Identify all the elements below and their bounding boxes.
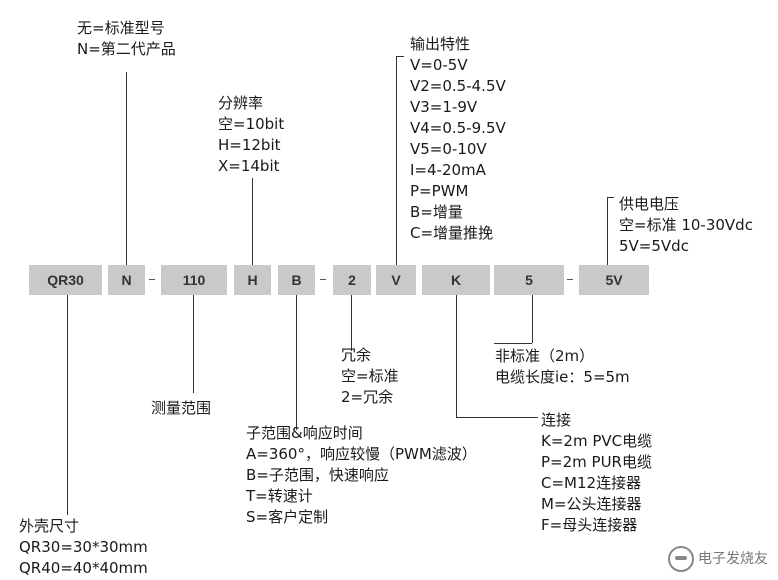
code-box-generation: N (108, 265, 145, 295)
redundancy-legend: 冗余 空=标准 2=冗余 (341, 345, 399, 408)
connector-line-housing (67, 295, 68, 515)
output-line: I=4-20mA (410, 161, 486, 179)
supply-title: 供电电压 (619, 195, 680, 213)
generation-legend: 无=标准型号 N=第二代产品 (77, 18, 176, 60)
connector-line-redundancy (351, 295, 352, 351)
response-line: T=转速计 (246, 487, 313, 505)
output-line: C=增量推挽 (410, 224, 494, 242)
range-legend: 测量范围 (151, 398, 211, 419)
output-legend: 输出特性 V=0-5V V2=0.5-4.5V V3=1-9V V4=0.5-9… (410, 34, 506, 244)
redundancy-title: 冗余 (341, 346, 372, 364)
code-box-cable: 5 (494, 265, 564, 295)
supply-line: 5V=5Vdc (619, 237, 689, 255)
code-box-resolution: H (234, 265, 271, 295)
connector-line-supply (607, 197, 608, 265)
cable-legend: 非标准（2m） 电缆长度ie：5=5m (495, 346, 630, 388)
output-line: V5=0-10V (410, 140, 487, 158)
resolution-line: X=14bit (218, 157, 280, 175)
connector-line-output (396, 56, 397, 265)
separator-dash (567, 279, 573, 280)
code-box-redundancy: 2 (333, 265, 371, 295)
resolution-legend: 分辨率 空=10bit H=12bit X=14bit (218, 93, 284, 177)
watermark-text: 电子发烧友 (698, 551, 768, 567)
code-box-response: B (278, 265, 315, 295)
output-line: V4=0.5-9.5V (410, 119, 506, 137)
response-line: S=客户定制 (246, 508, 329, 526)
connector-line-cable (532, 295, 533, 343)
housing-line: QR30=30*30mm (19, 538, 148, 556)
response-legend: 子范围&响应时间 A=360°，响应较慢（PWM滤波） B=子范围，快速响应 T… (246, 423, 477, 528)
connection-line: F=母头连接器 (541, 516, 638, 534)
connection-line: P=2m PUR电缆 (541, 453, 652, 471)
connection-title: 连接 (541, 411, 572, 429)
separator-dash (320, 279, 326, 280)
connection-line: M=公头连接器 (541, 495, 642, 513)
supply-line: 空=标准 10-30Vdc (619, 216, 753, 234)
connection-legend: 连接 K=2m PVC电缆 P=2m PUR电缆 C=M12连接器 M=公头连接… (541, 410, 652, 536)
generation-line: 无=标准型号 (77, 19, 165, 37)
response-line: A=360°，响应较慢（PWM滤波） (246, 445, 477, 463)
connector-line-supply-h (607, 197, 614, 198)
code-box-housing: QR30 (29, 265, 102, 295)
connector-line-generation (126, 72, 127, 265)
logo-icon (668, 546, 694, 572)
connector-line-cable-h (494, 343, 532, 344)
connector-line-connection (456, 295, 457, 417)
output-line: V3=1-9V (410, 98, 478, 116)
connector-line-output-h (396, 56, 404, 57)
code-box-range: 110 (161, 265, 227, 295)
supply-legend: 供电电压 空=标准 10-30Vdc 5V=5Vdc (619, 194, 753, 257)
response-line: B=子范围，快速响应 (246, 466, 389, 484)
redundancy-line: 2=冗余 (341, 388, 394, 406)
connector-line-response (296, 295, 297, 430)
output-line: V2=0.5-4.5V (410, 77, 506, 95)
code-box-connection: K (422, 265, 490, 295)
response-title: 子范围&响应时间 (246, 424, 363, 442)
generation-line: N=第二代产品 (77, 40, 176, 58)
connection-line: K=2m PVC电缆 (541, 432, 653, 450)
housing-line: QR40=40*40mm (19, 559, 148, 577)
range-title: 测量范围 (151, 399, 212, 417)
resolution-line: 空=10bit (218, 115, 285, 133)
resolution-title: 分辨率 (218, 94, 264, 112)
output-title: 输出特性 (410, 35, 471, 53)
connector-line-range (193, 295, 194, 393)
housing-title: 外壳尺寸 (19, 517, 80, 535)
output-line: B=增量 (410, 203, 463, 221)
resolution-line: H=12bit (218, 136, 281, 154)
output-line: P=PWM (410, 182, 469, 200)
connection-line: C=M12连接器 (541, 474, 642, 492)
connector-line-connection-h (456, 417, 538, 418)
connector-line-resolution (252, 178, 253, 265)
output-line: V=0-5V (410, 56, 468, 74)
code-box-output: V (376, 265, 416, 295)
cable-line: 非标准（2m） (495, 347, 595, 365)
redundancy-line: 空=标准 (341, 367, 399, 385)
cable-line: 电缆长度ie：5=5m (495, 368, 630, 386)
separator-dash (149, 279, 155, 280)
watermark: 电子发烧友 (668, 546, 768, 572)
code-box-supply: 5V (579, 265, 649, 295)
housing-legend: 外壳尺寸 QR30=30*30mm QR40=40*40mm (19, 516, 148, 579)
